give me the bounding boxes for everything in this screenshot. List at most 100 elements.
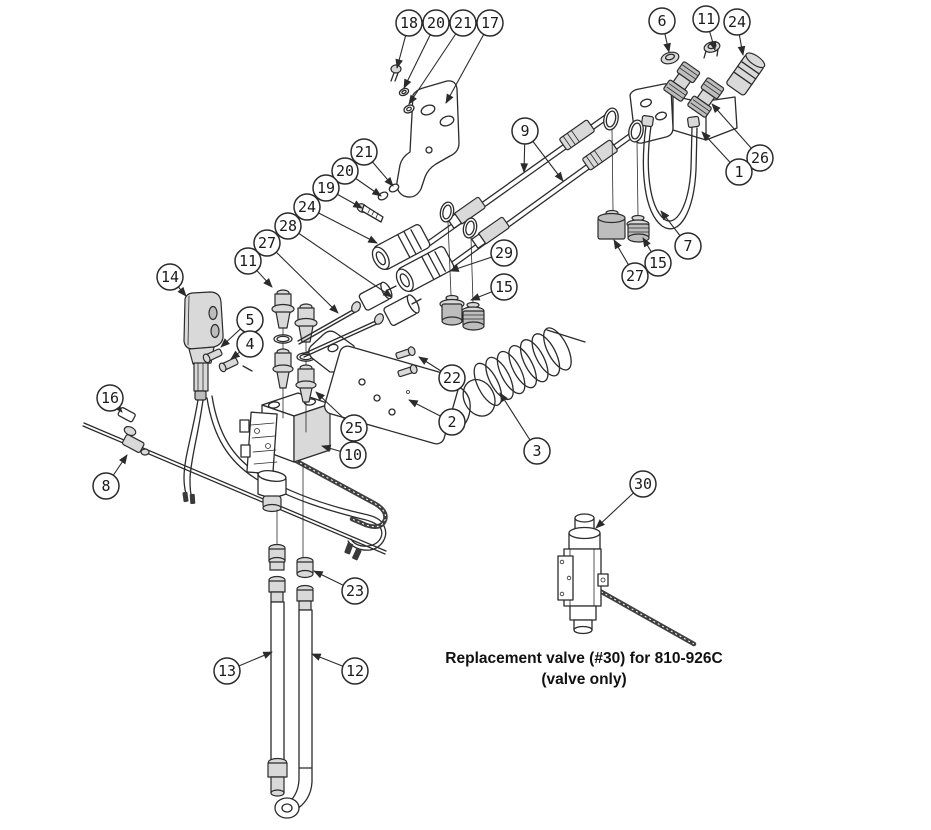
callout-3: 3 — [499, 392, 551, 465]
replacement-valve-30 — [557, 513, 697, 647]
callout-23: 23 — [313, 570, 369, 605]
callout-27: 27 — [613, 239, 649, 290]
callout-19: 19 — [312, 174, 363, 209]
callout-number: 17 — [481, 14, 499, 32]
callout-number: 3 — [532, 442, 541, 460]
callout-2: 2 — [408, 399, 466, 436]
callout-number: 15 — [495, 278, 513, 296]
callout-number: 13 — [218, 662, 236, 680]
callout-14: 14 — [156, 263, 187, 297]
callout-number: 10 — [344, 446, 362, 464]
callout-number: 24 — [728, 13, 746, 31]
callout-number: 11 — [697, 10, 715, 28]
caption-line-1: Replacement valve (#30) for 810-926C — [445, 650, 723, 667]
callout-circle — [449, 9, 477, 37]
rod-with-clevis-16-8 — [82, 395, 387, 555]
callout-circle — [511, 117, 539, 145]
hose-12-with-fitting-23 — [274, 556, 314, 819]
control-rod — [262, 441, 388, 529]
callout-28: 28 — [274, 212, 393, 298]
callout-29: 29 — [449, 239, 518, 272]
callout-circle — [438, 364, 466, 392]
terminal-screws-5-4 — [202, 348, 253, 373]
callout-circle — [692, 5, 720, 33]
callout-number: 19 — [317, 179, 335, 197]
callout-circle — [213, 657, 241, 685]
callout-number: 28 — [279, 217, 297, 235]
callout-circle — [350, 138, 378, 166]
caption-line-2: (valve only) — [541, 670, 627, 688]
callout-number: 27 — [626, 267, 644, 285]
callout-number: 23 — [346, 582, 364, 600]
caption: Replacement valve (#30) for 810-926C (va… — [428, 649, 740, 691]
callout-number: 29 — [495, 244, 513, 262]
callout-number: 12 — [346, 662, 364, 680]
callout-circle — [723, 8, 751, 36]
bracket-17 — [396, 80, 460, 198]
callout-number: 4 — [245, 335, 254, 353]
callout-circle — [490, 273, 518, 301]
callout-1: 1 — [701, 131, 753, 186]
fittings-top-right-6-11-24-26 — [660, 41, 766, 118]
port-fitting-stacks-11-25 — [271, 289, 318, 433]
callout-16: 16 — [96, 384, 124, 413]
callout-number: 9 — [520, 122, 529, 140]
callout-circle — [395, 9, 423, 37]
callout-circle — [96, 384, 124, 412]
callout-circle — [293, 193, 321, 221]
callout-24: 24 — [723, 8, 751, 56]
callout-circle — [156, 263, 184, 291]
callout-number: 27 — [258, 234, 276, 252]
quick-couplers-24 — [371, 224, 455, 293]
callout-15: 15 — [470, 273, 518, 301]
callout-number: 18 — [400, 14, 418, 32]
callout-circle — [621, 262, 649, 290]
control-handle-14 — [182, 291, 387, 561]
callout-circle — [331, 157, 359, 185]
callout-12: 12 — [311, 653, 369, 685]
tethered-plug-cap-29-15 — [439, 201, 485, 331]
callout-8: 8 — [92, 454, 128, 500]
callout-number: 24 — [298, 198, 316, 216]
spring-3 — [462, 327, 586, 417]
callout-number: 21 — [454, 14, 472, 32]
callout-number: 20 — [336, 162, 354, 180]
callout-18: 18 — [395, 9, 423, 69]
callout-circle — [648, 7, 676, 35]
callout-number: 11 — [239, 252, 257, 270]
callout-number: 1 — [734, 163, 743, 181]
callout-26: 26 — [711, 103, 774, 172]
hose-assembly-9 — [424, 114, 633, 269]
callout-circle — [274, 212, 302, 240]
callout-number: 6 — [657, 12, 666, 30]
callout-6: 6 — [648, 7, 676, 53]
u-hose-7 — [641, 115, 700, 230]
callout-circle — [674, 232, 702, 260]
callout-25: 25 — [315, 391, 368, 442]
callout-10: 10 — [321, 441, 367, 469]
callout-27: 27 — [253, 229, 339, 314]
callout-number: 16 — [101, 389, 119, 407]
callout-circle — [312, 174, 340, 202]
callout-5: 5 — [220, 306, 264, 348]
callout-20: 20 — [331, 157, 382, 197]
callout-number: 5 — [245, 311, 254, 329]
callout-number: 15 — [649, 254, 667, 272]
callout-9: 9 — [511, 117, 564, 182]
callout-number: 26 — [751, 149, 769, 167]
callout-circle — [746, 144, 774, 172]
callout-circle — [92, 472, 120, 500]
callout-circle — [523, 437, 551, 465]
callout-20: 20 — [403, 9, 450, 89]
callout-circle — [340, 414, 368, 442]
callout-11: 11 — [234, 247, 273, 288]
callout-circle — [644, 249, 672, 277]
callout-24: 24 — [293, 193, 378, 244]
bolt-19-washers — [356, 183, 400, 223]
callout-circle — [629, 470, 657, 498]
callout-17: 17 — [445, 9, 504, 104]
tethered-plug-cap-27-15 — [597, 107, 650, 243]
